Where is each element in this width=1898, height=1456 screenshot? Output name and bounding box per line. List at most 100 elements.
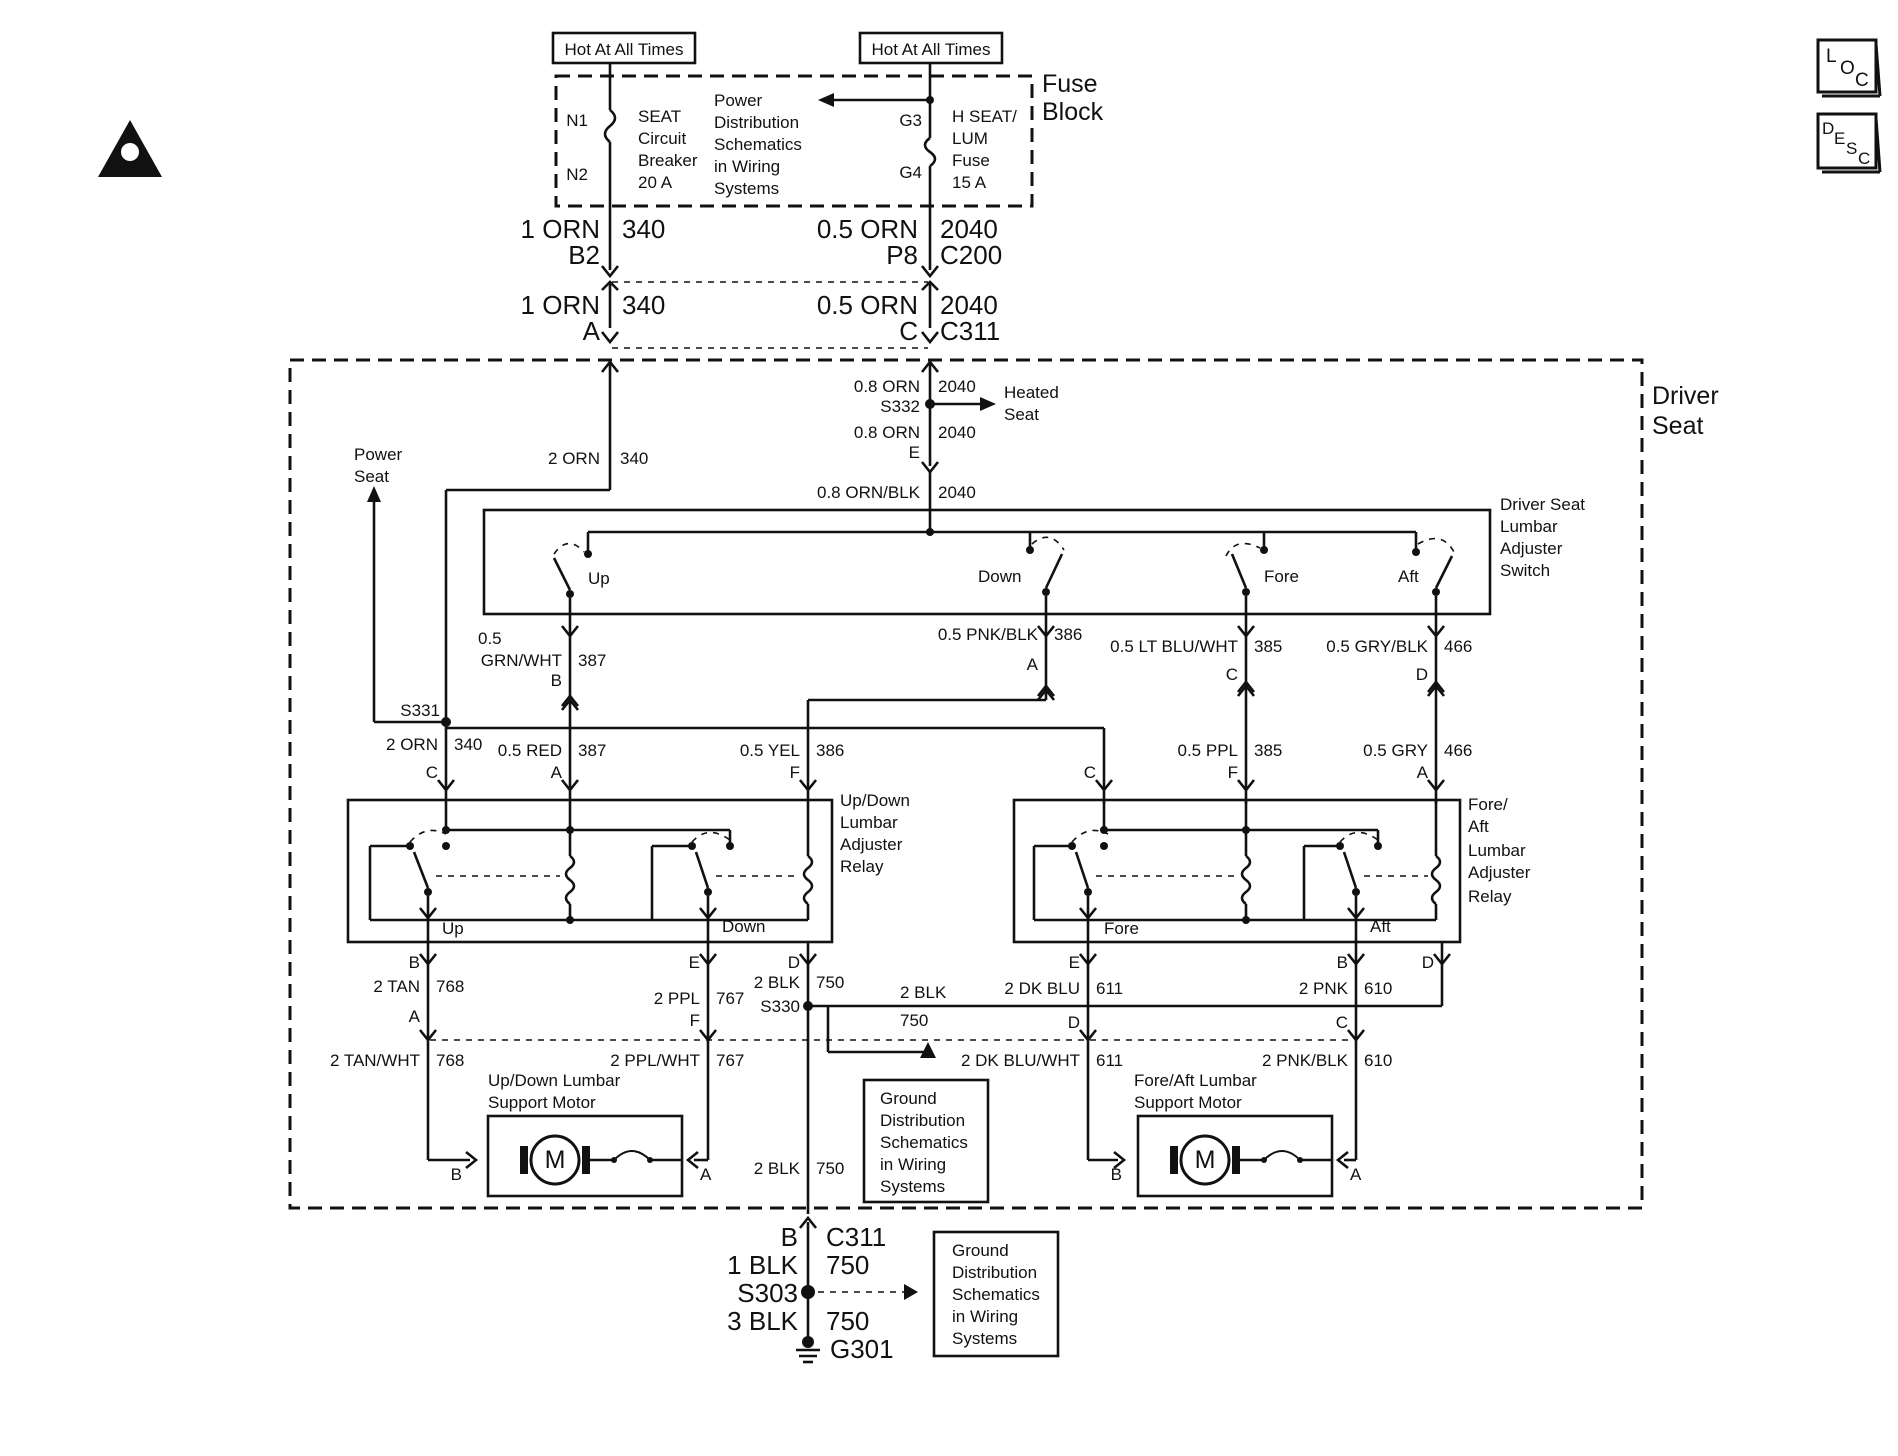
relay-fore-label: Fore (1104, 919, 1139, 938)
fuse-label-1: H SEAT/ (952, 107, 1017, 126)
splice-s331: S331 (400, 701, 440, 720)
fuse-label-3: Fuse (952, 151, 990, 170)
wire-2040-circuit-a: 2040 (940, 214, 998, 244)
wire-pnkblk: 0.5 PNK/BLK (938, 625, 1039, 644)
loc-letter-c: C (1855, 70, 1869, 91)
wire-08orn-b: 0.8 ORN (854, 423, 920, 442)
desc-icon[interactable]: D E S C (1816, 112, 1882, 174)
switch-fore-label: Fore (1264, 567, 1299, 586)
updown-relay-name-2: Lumbar (840, 813, 898, 832)
ground-ref-outer-3: Schematics (952, 1285, 1040, 1304)
wire-2040-c: 2040 (938, 483, 976, 502)
wire-2blk-b: 2 BLK (900, 983, 947, 1002)
wire-2040-a: 2040 (938, 377, 976, 396)
pin-b-387: B (551, 671, 562, 690)
updown-relay: Up Down Up/Down Lumbar Adjuster Relay (346, 791, 910, 944)
connector-c311-bottom: C311 (826, 1222, 886, 1252)
pin-g4: G4 (899, 163, 922, 182)
wire-05orn-color-b: 0.5 ORN (817, 290, 918, 320)
wire-340-circuit-b: 340 (622, 290, 665, 320)
relay-output-wires: B 2 TAN 768 A E 2 PPL 767 F D 2 BLK 750 … (373, 942, 1452, 1214)
driver-seat-title-2: Seat (1652, 412, 1703, 440)
ground-ref-outer-2: Distribution (952, 1263, 1037, 1282)
breaker-label-4: 20 A (638, 173, 673, 192)
updown-relay-name-4: Relay (840, 857, 884, 876)
pin-c-foreaft: C (1084, 763, 1096, 782)
pin-b2: B2 (568, 240, 600, 270)
switch-name-2: Lumbar (1500, 517, 1558, 536)
connector-c311-top: C311 (940, 316, 1000, 346)
pin-c-c311: C (899, 316, 918, 346)
pin-p8: P8 (886, 240, 918, 270)
desc-letter-e: E (1834, 129, 1845, 148)
ground-section: Ground Distribution Schematics in Wiring… (727, 1078, 1060, 1364)
pin-e-767: E (689, 953, 700, 972)
wire-05orn-color-a: 0.5 ORN (817, 214, 918, 244)
pin-c-updown: C (426, 763, 438, 782)
desc-letter-c: C (1858, 149, 1870, 168)
pin-b-768: B (409, 953, 420, 972)
pin-g3: G3 (899, 111, 922, 130)
foreaft-relay-name-2: Aft (1468, 817, 1489, 836)
motor-symbol-foreaft: M (1195, 1146, 1216, 1174)
foreaft-motor-pin-a: A (1350, 1165, 1362, 1184)
desc-letter-s: S (1846, 139, 1857, 158)
ground-ref-outer-5: Systems (952, 1329, 1017, 1348)
fuse-label-2: LUM (952, 129, 988, 148)
heated-seat-1: Heated (1004, 383, 1059, 402)
updown-motor-name-2: Support Motor (488, 1093, 596, 1112)
pin-f-updown: F (790, 763, 800, 782)
wire-2pplwht: 2 PPL/WHT (610, 1051, 700, 1070)
pin-d-611: D (1068, 1013, 1080, 1032)
wire-386-a: 386 (1054, 625, 1082, 644)
pin-a-386: A (1027, 655, 1039, 674)
breaker-label-3: Breaker (638, 151, 698, 170)
switch-up-label: Up (588, 569, 610, 588)
wire-grnwht: GRN/WHT (481, 651, 562, 670)
ground-ref-inner-2: Distribution (880, 1111, 965, 1130)
switch-aft-label: Aft (1398, 567, 1419, 586)
wire-2040-circuit-b: 2040 (940, 290, 998, 320)
lumbar-adjuster-switch: Up Down Fore Aft Driver Seat Lumbar Adju… (482, 495, 1585, 616)
fuse-block: Hot At All Times Hot At All Times Fuse B… (551, 31, 1104, 270)
caution-icon[interactable] (98, 120, 162, 177)
relay-up-label: Up (442, 919, 464, 938)
pin-b-610: B (1337, 953, 1348, 972)
heated-seat-2: Seat (1004, 405, 1039, 424)
ground-ref-inner-3: Schematics (880, 1133, 968, 1152)
pin-a-c311: A (583, 316, 601, 346)
power-ref-3: Schematics (714, 135, 802, 154)
foreaft-motor-name-2: Support Motor (1134, 1093, 1242, 1112)
feed-340: 2 ORN 340 Power Seat S331 (354, 359, 648, 770)
ground-ref-outer-box (932, 1230, 1060, 1358)
wire-386-b: 386 (816, 741, 844, 760)
pin-a-768: A (409, 1007, 421, 1026)
wire-08orn-a: 0.8 ORN (854, 377, 920, 396)
wire-2orn-b: 2 ORN (386, 735, 438, 754)
switch-down-label: Down (978, 567, 1021, 586)
wire-750-a: 750 (816, 973, 844, 992)
wire-05-size: 0.5 (478, 629, 502, 648)
connector-c200: C200 (940, 240, 1002, 270)
desc-letter-d: D (1822, 119, 1834, 138)
wire-750-d: 750 (826, 1250, 869, 1280)
breaker-label-1: SEAT (638, 107, 681, 126)
fuse-block-title-2: Block (1042, 98, 1104, 126)
foreaft-relay: Fore Aft Fore/ Aft Lumbar Adjuster Relay (1012, 795, 1531, 944)
wire-610-b: 610 (1364, 1051, 1392, 1070)
wire-1orn-color-b: 1 ORN (521, 290, 600, 320)
power-ref-5: Systems (714, 179, 779, 198)
power-seat-2: Seat (354, 467, 389, 486)
wire-1orn-color-a: 1 ORN (521, 214, 600, 244)
wire-750-b: 750 (900, 1011, 928, 1030)
updown-relay-name-3: Adjuster (840, 835, 903, 854)
wire-2orn: 2 ORN (548, 449, 600, 468)
relay-down-label: Down (722, 917, 765, 936)
updown-motor-pin-a: A (700, 1165, 712, 1184)
wire-750-c: 750 (816, 1159, 844, 1178)
wire-05yel: 0.5 YEL (740, 741, 800, 760)
wire-466-b: 466 (1444, 741, 1472, 760)
loc-icon[interactable]: L O C (1816, 38, 1882, 98)
fuse-block-outline (554, 74, 1034, 208)
circuit-breaker-symbol (603, 108, 617, 144)
